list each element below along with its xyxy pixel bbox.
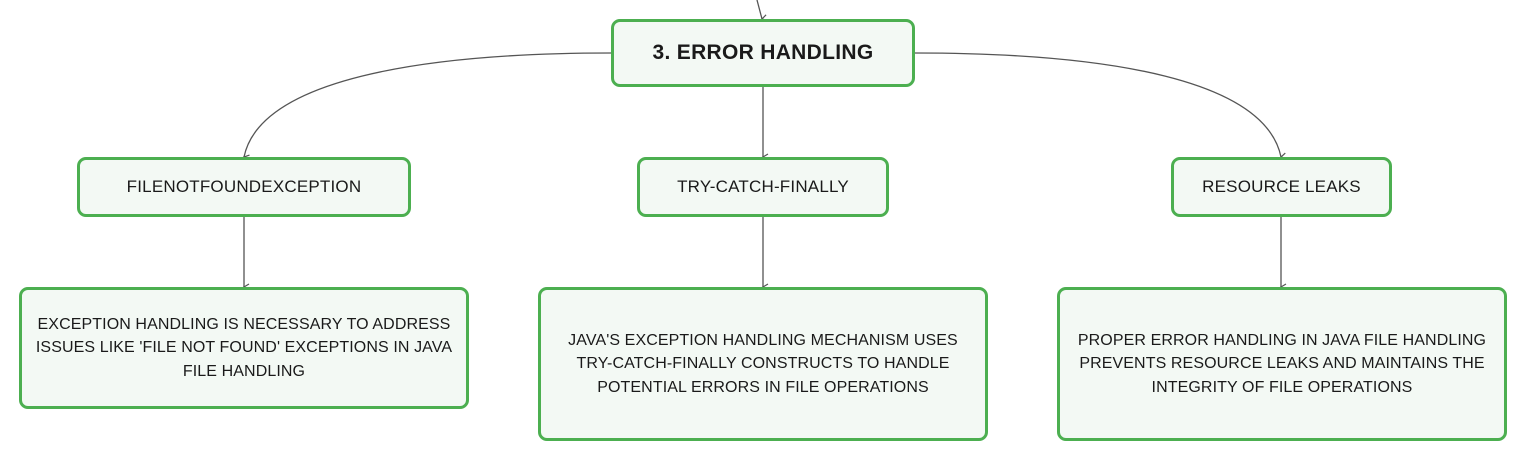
detail-node-text: PROPER ERROR HANDLING IN JAVA FILE HANDL… bbox=[1077, 332, 1487, 396]
connector-root-topic-3 bbox=[914, 52, 1287, 160]
detail-node-resource-leaks[interactable]: PROPER ERROR HANDLING IN JAVA FILE HANDL… bbox=[1057, 287, 1507, 441]
detail-node-text: JAVA'S EXCEPTION HANDLING MECHANISM USES… bbox=[568, 332, 958, 396]
topic-node-filenotfoundexception[interactable]: FILENOTFOUNDEXCEPTION bbox=[77, 157, 411, 217]
parent-connector bbox=[756, 0, 768, 22]
topic-node-try-catch-finally[interactable]: TRY-CATCH-FINALLY bbox=[637, 157, 889, 217]
topic-node-label: TRY-CATCH-FINALLY bbox=[677, 177, 849, 196]
detail-node-try-catch-finally[interactable]: JAVA'S EXCEPTION HANDLING MECHANISM USES… bbox=[538, 287, 988, 441]
root-node[interactable]: 3. ERROR HANDLING bbox=[611, 19, 915, 87]
topic-node-label: FILENOTFOUNDEXCEPTION bbox=[126, 177, 362, 196]
topic-node-resource-leaks[interactable]: RESOURCE LEAKS bbox=[1171, 157, 1392, 217]
root-node-label: 3. ERROR HANDLING bbox=[652, 41, 874, 64]
topic-node-label: RESOURCE LEAKS bbox=[1202, 177, 1361, 196]
connector-root-topic-1 bbox=[242, 52, 612, 162]
detail-node-filenotfoundexception[interactable]: EXCEPTION HANDLING IS NECESSARY TO ADDRE… bbox=[19, 287, 469, 409]
detail-node-text: EXCEPTION HANDLING IS NECESSARY TO ADDRE… bbox=[35, 316, 453, 380]
